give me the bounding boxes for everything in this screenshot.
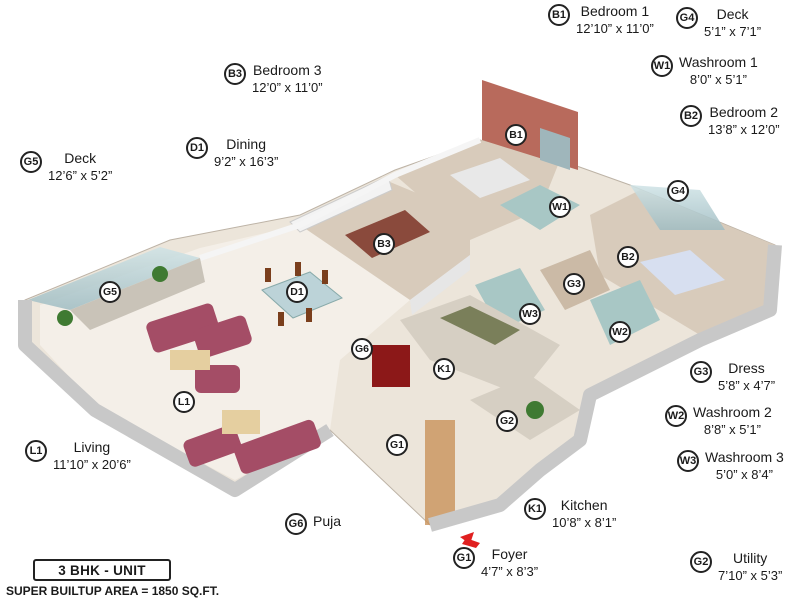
marker-b3: B3 [373,233,395,255]
room-dimension: 8’0” x 5’1” [689,72,747,87]
marker-w3: W3 [519,303,541,325]
room-name: Dining [226,136,266,152]
legend-l1: L1 Living 11’10” x 20’6” [25,439,131,473]
room-dimension: 8’8” x 5’1” [703,422,761,437]
marker-w1: W1 [549,196,571,218]
bedroom3-side [410,255,470,315]
marker-g4: G4 [667,180,689,202]
legend-g6: G6 Puja [285,512,341,535]
legend-code: G2 [690,551,712,573]
outer-wall-right [428,244,782,532]
deck-g4-glass [630,185,725,230]
legend-code: G4 [676,7,698,29]
room-name: Washroom 3 [705,449,784,465]
room-dimension: 12’10” x 11’0” [576,21,654,36]
room-name: Foyer [491,546,528,562]
super-builtup-area: SUPER BUILTUP AREA = 1850 SQ.FT. [6,584,220,598]
room-name: Deck [716,6,749,22]
room-dimension: 12’0” x 11’0” [252,80,323,95]
legend-code: G6 [285,513,307,535]
legend-code: G3 [690,361,712,383]
legend-g5: G5 Deck 12’6” x 5’2” [20,150,112,184]
room-dimension: 12’6” x 5’2” [48,168,113,183]
room-name: Bedroom 1 [580,3,650,19]
kitchen-counter [440,306,520,345]
room-dimension: 5’1” x 7’1” [704,24,762,39]
bed-b2 [640,250,725,295]
marker-b2: B2 [617,246,639,268]
legend-g1: G1 Foyer 4’7” x 8’3” [453,546,538,580]
washroom2-floor [590,280,660,345]
legend-b3: B3 Bedroom 3 12’0” x 11’0” [224,62,323,96]
marker-l1: L1 [173,391,195,413]
legend-k1: K1 Kitchen 10’8” x 8’1” [524,497,616,531]
room-name: Kitchen [560,497,608,513]
room-dimension: 13’8” x 12’0” [708,122,780,137]
plant-g5-2 [57,310,73,326]
bedroom1-window [540,128,570,170]
room-name: Bedroom 2 [709,104,779,120]
legend-g4: G4 Deck 5’1” x 7’1” [676,6,761,40]
deck-g5-floor [70,258,205,330]
marker-b1: B1 [505,124,527,146]
legend-code: B2 [680,105,702,127]
marker-g1: G1 [386,434,408,456]
bed-b1 [450,158,530,198]
legend-code: K1 [524,498,546,520]
marker-d1: D1 [286,281,308,303]
legend-code: G5 [20,151,42,173]
plant-g2 [526,401,544,419]
room-name: Dress [728,360,765,376]
room-name: Bedroom 3 [253,62,322,78]
puja-cabinet [372,345,410,387]
legend-g2: G2 Utility 7’10” x 5’3” [690,550,782,584]
plant-g5-1 [152,266,168,282]
room-name: Deck [64,150,97,166]
legend-code: G1 [453,547,475,569]
room-dimension: 7’10” x 5’3” [718,568,783,583]
marker-w2: W2 [609,321,631,343]
room-dimension: 9’2” x 16’3” [214,154,279,169]
marker-g6: G6 [351,338,373,360]
legend-d1: D1 Dining 9’2” x 16’3” [186,136,278,170]
unit-type-label: 3 BHK - UNIT [33,559,171,581]
legend-b2: B2 Bedroom 2 13’8” x 12’0” [680,104,780,138]
room-name: Puja [313,513,342,529]
legend-code: W1 [651,55,673,77]
room-dimension: 4’7” x 8’3” [481,564,539,579]
utility-floor [470,375,580,440]
marker-k1: K1 [433,358,455,380]
entry-arrow-tail [462,538,480,548]
legend-w2: W2 Washroom 2 8’8” x 5’1” [665,404,772,438]
room-name: Washroom 1 [679,54,758,70]
inner-wall-top [199,137,482,261]
room-dimension: 10’8” x 8’1” [552,515,617,530]
legend-w1: W1 Washroom 1 8’0” x 5’1” [651,54,758,88]
room-dimension: 5’8” x 4’7” [718,378,776,393]
legend-code: W3 [677,450,699,472]
legend-code: W2 [665,405,687,427]
room-dimension: 11’10” x 20’6” [53,457,131,472]
deck-g5-glass [28,247,200,310]
living-furniture [146,303,321,474]
legend-b1: B1 Bedroom 1 12’10” x 11’0” [548,3,654,37]
foyer-door [425,420,455,525]
room-dimension: 5’0” x 8’4” [715,467,773,482]
room-name: Washroom 2 [693,404,772,420]
marker-g2: G2 [496,410,518,432]
legend-code: B1 [548,4,570,26]
kitchen-floor [400,295,560,395]
outer-wall-left [18,300,334,497]
room-name: Utility [733,550,768,566]
marker-g5: G5 [99,281,121,303]
legend-g3: G3 Dress 5’8” x 4’7” [690,360,775,394]
room-name: Living [73,439,111,455]
legend-w3: W3 Washroom 3 5’0” x 8’4” [677,449,784,483]
marker-g3: G3 [563,273,585,295]
legend-code: D1 [186,137,208,159]
legend-code: L1 [25,440,47,462]
legend-code: B3 [224,63,246,85]
